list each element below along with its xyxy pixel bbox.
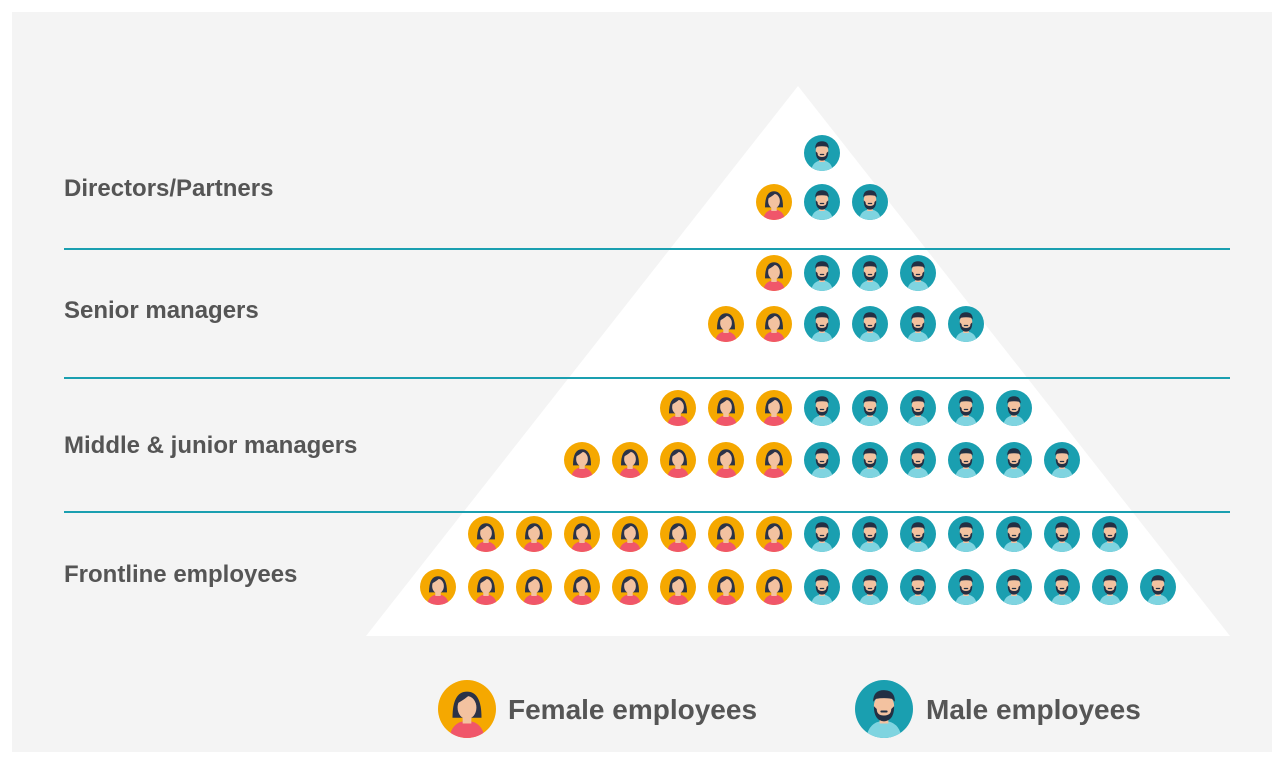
male-employee-icon: [804, 390, 840, 426]
legend-female-label: Female employees: [508, 694, 757, 725]
female-employee-icon: [420, 569, 456, 605]
female-employee-icon: [708, 569, 744, 605]
level-label: Directors/Partners: [64, 175, 273, 202]
female-employee-icon: [564, 442, 600, 478]
male-employee-icon: [804, 516, 840, 552]
male-employee-icon: [1092, 516, 1128, 552]
male-employee-icon: [948, 516, 984, 552]
male-employee-icon: [804, 569, 840, 605]
female-employee-icon: [756, 255, 792, 291]
legend-female-icon: [438, 680, 496, 738]
male-employee-icon: [852, 442, 888, 478]
male-employee-icon: [996, 390, 1032, 426]
male-employee-icon: [804, 306, 840, 342]
male-employee-icon: [1044, 442, 1080, 478]
male-employee-icon: [1044, 516, 1080, 552]
female-employee-icon: [660, 442, 696, 478]
male-employee-icon: [996, 569, 1032, 605]
male-employee-icon: [1092, 569, 1128, 605]
female-employee-icon: [708, 306, 744, 342]
male-employee-icon: [900, 306, 936, 342]
male-employee-icon: [1140, 569, 1176, 605]
level-label: Senior managers: [64, 297, 259, 324]
male-employee-icon: [852, 516, 888, 552]
female-employee-icon: [612, 569, 648, 605]
female-employee-icon: [612, 442, 648, 478]
male-employee-icon: [948, 569, 984, 605]
male-employee-icon: [852, 569, 888, 605]
level-label: Middle & junior managers: [64, 432, 357, 459]
female-employee-icon: [708, 516, 744, 552]
female-employee-icon: [756, 306, 792, 342]
male-employee-icon: [900, 442, 936, 478]
male-employee-icon: [852, 184, 888, 220]
male-employee-icon: [948, 390, 984, 426]
male-employee-icon: [804, 135, 840, 171]
male-employee-icon: [852, 255, 888, 291]
female-employee-icon: [756, 184, 792, 220]
legend-male-label: Male employees: [926, 694, 1141, 725]
male-employee-icon: [804, 442, 840, 478]
level-label: Frontline employees: [64, 561, 297, 588]
female-employee-icon: [516, 516, 552, 552]
female-employee-icon: [468, 516, 504, 552]
female-employee-icon: [660, 569, 696, 605]
male-employee-icon: [948, 442, 984, 478]
male-employee-icon: [948, 306, 984, 342]
male-employee-icon: [900, 516, 936, 552]
male-employee-icon: [900, 569, 936, 605]
male-employee-icon: [900, 390, 936, 426]
male-employee-icon: [804, 255, 840, 291]
female-employee-icon: [756, 390, 792, 426]
legend-male-icon: [855, 680, 913, 738]
female-employee-icon: [756, 569, 792, 605]
female-employee-icon: [564, 516, 600, 552]
female-employee-icon: [756, 516, 792, 552]
female-employee-icon: [612, 516, 648, 552]
male-employee-icon: [900, 255, 936, 291]
male-employee-icon: [852, 390, 888, 426]
female-employee-icon: [708, 390, 744, 426]
male-employee-icon: [852, 306, 888, 342]
female-employee-icon: [756, 442, 792, 478]
female-employee-icon: [660, 390, 696, 426]
female-employee-icon: [516, 569, 552, 605]
female-employee-icon: [660, 516, 696, 552]
female-employee-icon: [468, 569, 504, 605]
pyramid-shape: [366, 86, 1230, 636]
male-employee-icon: [996, 442, 1032, 478]
female-employee-icon: [708, 442, 744, 478]
female-employee-icon: [564, 569, 600, 605]
male-employee-icon: [996, 516, 1032, 552]
male-employee-icon: [1044, 569, 1080, 605]
male-employee-icon: [804, 184, 840, 220]
